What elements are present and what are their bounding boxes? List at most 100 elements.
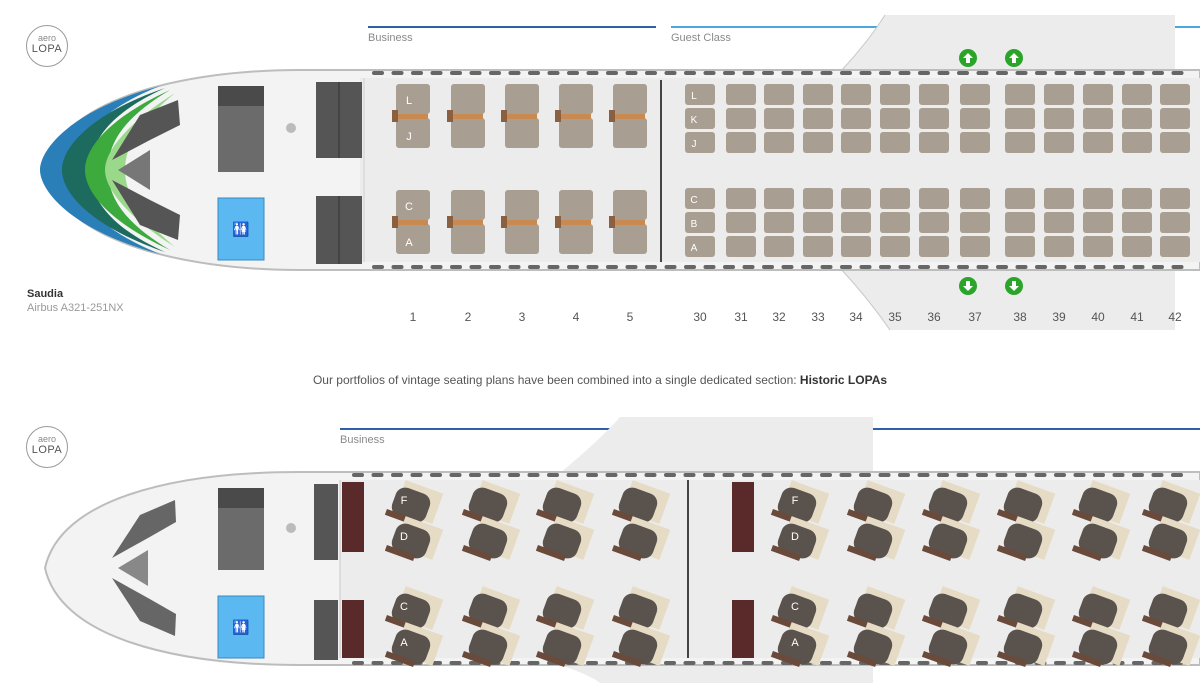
business-lieflat-seat[interactable]	[1071, 622, 1131, 667]
business-lieflat-seat[interactable]	[921, 622, 981, 667]
business-lieflat-seat[interactable]	[846, 586, 906, 631]
business-lieflat-seat[interactable]	[996, 586, 1056, 631]
economy-seat-column[interactable]	[803, 84, 833, 257]
business-seat-pair[interactable]	[501, 84, 539, 148]
business-lieflat-seat[interactable]	[611, 516, 671, 561]
aerolopa-logo[interactable]: aero LOPA	[26, 25, 68, 67]
window	[352, 473, 364, 477]
business-lieflat-seat[interactable]	[921, 480, 981, 525]
window	[1151, 473, 1164, 477]
window	[450, 265, 462, 269]
business-lieflat-seat[interactable]	[1071, 480, 1131, 525]
business-lieflat-seat[interactable]	[1141, 586, 1200, 631]
business-lieflat-seat[interactable]	[770, 622, 830, 667]
business-lieflat-seat[interactable]	[996, 516, 1056, 561]
historic-notice: Our portfolios of vintage seating plans …	[0, 373, 1200, 387]
business-lieflat-seat[interactable]	[461, 622, 521, 667]
aerolopa-logo-2[interactable]: aero LOPA	[26, 426, 68, 468]
window	[411, 71, 423, 75]
economy-seat-column[interactable]	[764, 84, 794, 257]
business-lieflat-seat[interactable]	[461, 516, 521, 561]
window	[410, 473, 423, 477]
historic-lopas-link[interactable]: Historic LOPAs	[799, 373, 888, 387]
window	[820, 265, 833, 269]
business-lieflat-seat[interactable]	[921, 516, 981, 561]
row-number: 32	[772, 310, 786, 324]
business-lieflat-seat[interactable]	[921, 586, 981, 631]
window	[1132, 265, 1145, 269]
window	[898, 265, 911, 269]
economy-seat-column[interactable]	[685, 84, 715, 257]
window	[762, 265, 774, 269]
window	[391, 473, 403, 477]
window	[742, 473, 754, 477]
cabin-label-business-2: Business	[340, 434, 385, 446]
economy-seat-column[interactable]	[1044, 84, 1074, 257]
business-lieflat-seat[interactable]	[611, 622, 671, 667]
window	[449, 661, 462, 665]
window	[547, 71, 560, 75]
economy-seat-column[interactable]	[1005, 84, 1035, 257]
business-seat-pair[interactable]	[501, 190, 539, 254]
window	[430, 473, 442, 477]
window	[527, 473, 540, 477]
row-number: 4	[572, 310, 580, 324]
business-seat-pair[interactable]	[447, 84, 485, 148]
window	[1132, 473, 1144, 477]
business-seat-pair[interactable]	[555, 84, 593, 148]
window	[488, 473, 501, 477]
seat-letter: J	[692, 139, 697, 150]
business-seat-pair[interactable]	[392, 190, 430, 254]
business-lieflat-seat[interactable]	[846, 622, 906, 667]
business-lieflat-seat[interactable]	[1141, 516, 1200, 561]
window	[449, 473, 462, 477]
business-lieflat-seat[interactable]	[535, 622, 595, 667]
economy-seat-column[interactable]	[919, 84, 949, 257]
window	[879, 71, 891, 75]
window	[840, 265, 852, 269]
economy-seat-column[interactable]	[1160, 84, 1190, 257]
economy-seat-column[interactable]	[880, 84, 910, 257]
business-seat-pair[interactable]	[555, 190, 593, 254]
economy-seat-column[interactable]	[960, 84, 990, 257]
business-lieflat-seat[interactable]	[846, 480, 906, 525]
window	[781, 473, 793, 477]
business-lieflat-seat[interactable]	[611, 480, 671, 525]
window	[391, 71, 404, 75]
business-seat-pair[interactable]	[447, 190, 485, 254]
business-lieflat-seat[interactable]	[846, 516, 906, 561]
lavatory-icon-2: 🚻	[232, 619, 249, 636]
business-lieflat-seat[interactable]	[1071, 516, 1131, 561]
window	[430, 71, 443, 75]
business-lieflat-seat[interactable]	[1141, 480, 1200, 525]
window	[489, 71, 501, 75]
economy-seat-column[interactable]	[841, 84, 871, 257]
business-lieflat-seat[interactable]	[770, 586, 830, 631]
window	[742, 661, 754, 665]
business-lieflat-seat[interactable]	[384, 516, 444, 561]
window	[722, 661, 735, 665]
business-lieflat-seat[interactable]	[384, 622, 444, 667]
business-lieflat-seat[interactable]	[996, 622, 1056, 667]
business-lieflat-seat[interactable]	[770, 480, 830, 525]
business-seat-pair[interactable]	[392, 84, 430, 148]
window	[625, 265, 638, 269]
business-seat-pair[interactable]	[609, 84, 647, 148]
business-lieflat-seat[interactable]	[1141, 622, 1200, 667]
row-number: 34	[849, 310, 863, 324]
economy-seat-column[interactable]	[1083, 84, 1113, 257]
business-lieflat-seat[interactable]	[770, 516, 830, 561]
economy-seat-column[interactable]	[726, 84, 756, 257]
galley-box-4	[314, 600, 338, 660]
business-lieflat-seat[interactable]	[535, 516, 595, 561]
business-lieflat-seat[interactable]	[611, 586, 671, 631]
business-seat-pair[interactable]	[609, 190, 647, 254]
exit-down-arrow-icon	[959, 277, 977, 295]
business-lieflat-seat[interactable]	[384, 586, 444, 631]
business-lieflat-seat[interactable]	[996, 480, 1056, 525]
economy-seat-column[interactable]	[1122, 84, 1152, 257]
exit-up-arrow-icon	[1005, 49, 1023, 67]
window	[898, 71, 911, 75]
business-lieflat-seat[interactable]	[535, 586, 595, 631]
window	[664, 473, 676, 477]
